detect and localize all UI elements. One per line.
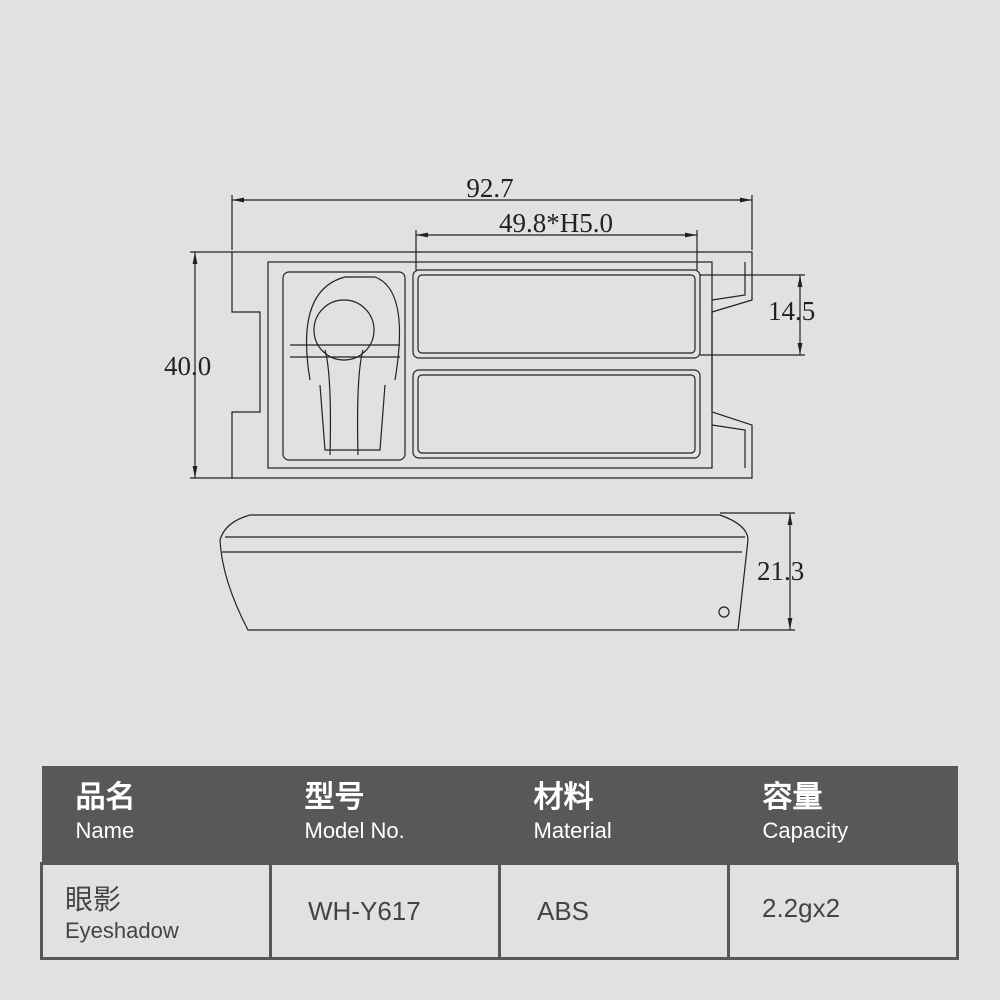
spec-table: 品名 Name 型号 Model No. 材料 Material 容量 Capacity…	[40, 766, 959, 960]
header-capacity-cn: 容量	[762, 781, 823, 814]
header-model-cn: 型号	[304, 781, 365, 814]
spec-row: 眼影 Eyeshadow WH-Y617 ABS 2.2gx2	[40, 862, 959, 960]
dim-pan-depth: 14.5	[768, 296, 815, 326]
header-material-en: Material	[533, 818, 612, 843]
header-material: 材料 Material	[499, 766, 729, 864]
technical-drawing: 92.7 49.8*H5.0 40.0 14.5 21.3	[164, 173, 815, 631]
name-en: Eyeshadow	[65, 918, 179, 943]
side-view-outline	[219, 514, 749, 631]
pan-compartment-2	[412, 369, 701, 459]
top-view-outline	[231, 251, 753, 479]
header-model: 型号 Model No.	[270, 766, 500, 864]
dim-overall-width: 92.7	[466, 173, 513, 203]
header-name-cn: 品名	[75, 781, 136, 814]
cell-name: 眼影 Eyeshadow	[40, 862, 272, 960]
dim-height: 40.0	[164, 351, 211, 381]
cell-capacity: 2.2gx2	[727, 862, 959, 960]
header-material-cn: 材料	[533, 781, 594, 814]
applicator-well	[282, 271, 406, 461]
header-capacity: 容量 Capacity	[728, 766, 958, 864]
dim-pan-size: 49.8*H5.0	[499, 208, 613, 238]
pan-compartment-1	[412, 269, 701, 359]
header-name: 品名 Name	[41, 766, 271, 864]
spec-header-row: 品名 Name 型号 Model No. 材料 Material 容量 Capacity	[41, 766, 958, 864]
header-name-en: Name	[75, 818, 135, 843]
header-model-en: Model No.	[304, 818, 405, 843]
dim-thickness: 21.3	[757, 556, 804, 586]
cell-material: ABS	[498, 862, 730, 960]
header-capacity-en: Capacity	[762, 818, 849, 843]
cell-model: WH-Y617	[269, 862, 501, 960]
name-cn: 眼影	[65, 884, 122, 915]
